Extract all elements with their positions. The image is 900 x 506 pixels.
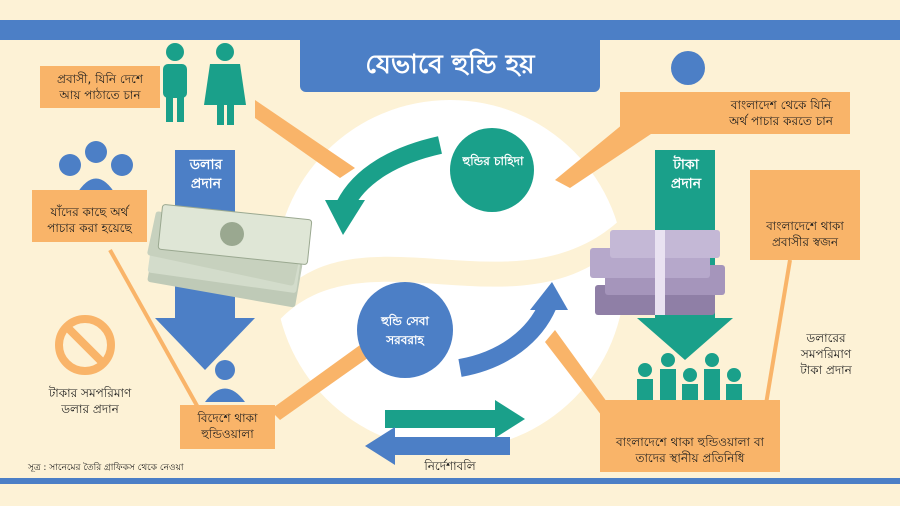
instruction-arrow-left: [395, 437, 510, 455]
hundi-demand-circle: [450, 128, 534, 212]
supply-curve-arrow: [458, 301, 557, 377]
taka-given-label: টাকা প্রদান: [670, 157, 702, 192]
top-band: [0, 20, 900, 40]
connector-left: [108, 249, 207, 421]
source-note: সূত্র : সানেমের তৈরি গ্রাফিকস থেকে নেওয়…: [28, 463, 184, 473]
dollar-arrowhead: [155, 318, 255, 370]
foreign-agent-label: বিদেশে থাকা হুন্ডিওয়ালা: [180, 405, 275, 449]
dollar-bills-image: [147, 204, 313, 308]
equivalent-dollar-label: টাকার সমপরিমাণ ডলার প্রদান: [48, 386, 132, 416]
instructions-label: নির্দেশাবলি: [424, 459, 476, 473]
taka-arrowhead: [637, 318, 733, 360]
expat-sender-label: প্রবাসী, যিনি দেশে আয় পাঠাতে চান: [40, 66, 160, 108]
supply-arrowhead: [530, 282, 568, 310]
instruction-arrow-right: [385, 410, 495, 428]
foreign-agent-icon: [205, 360, 245, 402]
instruction-arrowhead-right: [495, 400, 525, 438]
callout-foreign-agent: [270, 345, 372, 420]
equivalent-taka-label: ডলারের সমপরিমাণ টাকা প্রদান: [800, 331, 852, 377]
dollar-given-label: ডলার প্রদান: [189, 157, 223, 192]
page-title: যেভাবে হুন্ডি হয়: [300, 40, 600, 92]
couple-icon: [163, 43, 246, 125]
hundi-supply-label: হুন্ডি সেবা সরবরাহ: [381, 314, 429, 347]
launderer-label: বাংলাদেশ থেকে যিনি অর্থ পাচার করতে চান: [620, 92, 850, 134]
taka-bundles-image: [590, 230, 725, 315]
hundi-supply-circle: [357, 282, 453, 378]
instruction-arrowhead-left: [365, 427, 395, 465]
bottom-band: [0, 478, 900, 484]
hundi-demand-label: হুন্ডির চাহিদা: [462, 154, 524, 168]
demand-curve-arrow: [336, 136, 443, 210]
callout-local-agent: [545, 330, 620, 420]
local-agent-label: বাংলাদেশে থাকা হুন্ডিওয়ালা বা তাদের স্থ…: [600, 400, 780, 472]
callout-expat-sender: [255, 100, 355, 178]
demand-arrowhead: [325, 200, 365, 235]
prohibition-icon: [55, 315, 115, 375]
expat-family-label: বাংলাদেশে থাকা প্রবাসীর স্বজন: [750, 170, 860, 260]
circle-divider: [275, 215, 625, 325]
recipient-label: যাঁদের কাছে অর্থ পাচার করা হয়েছে: [32, 190, 147, 242]
